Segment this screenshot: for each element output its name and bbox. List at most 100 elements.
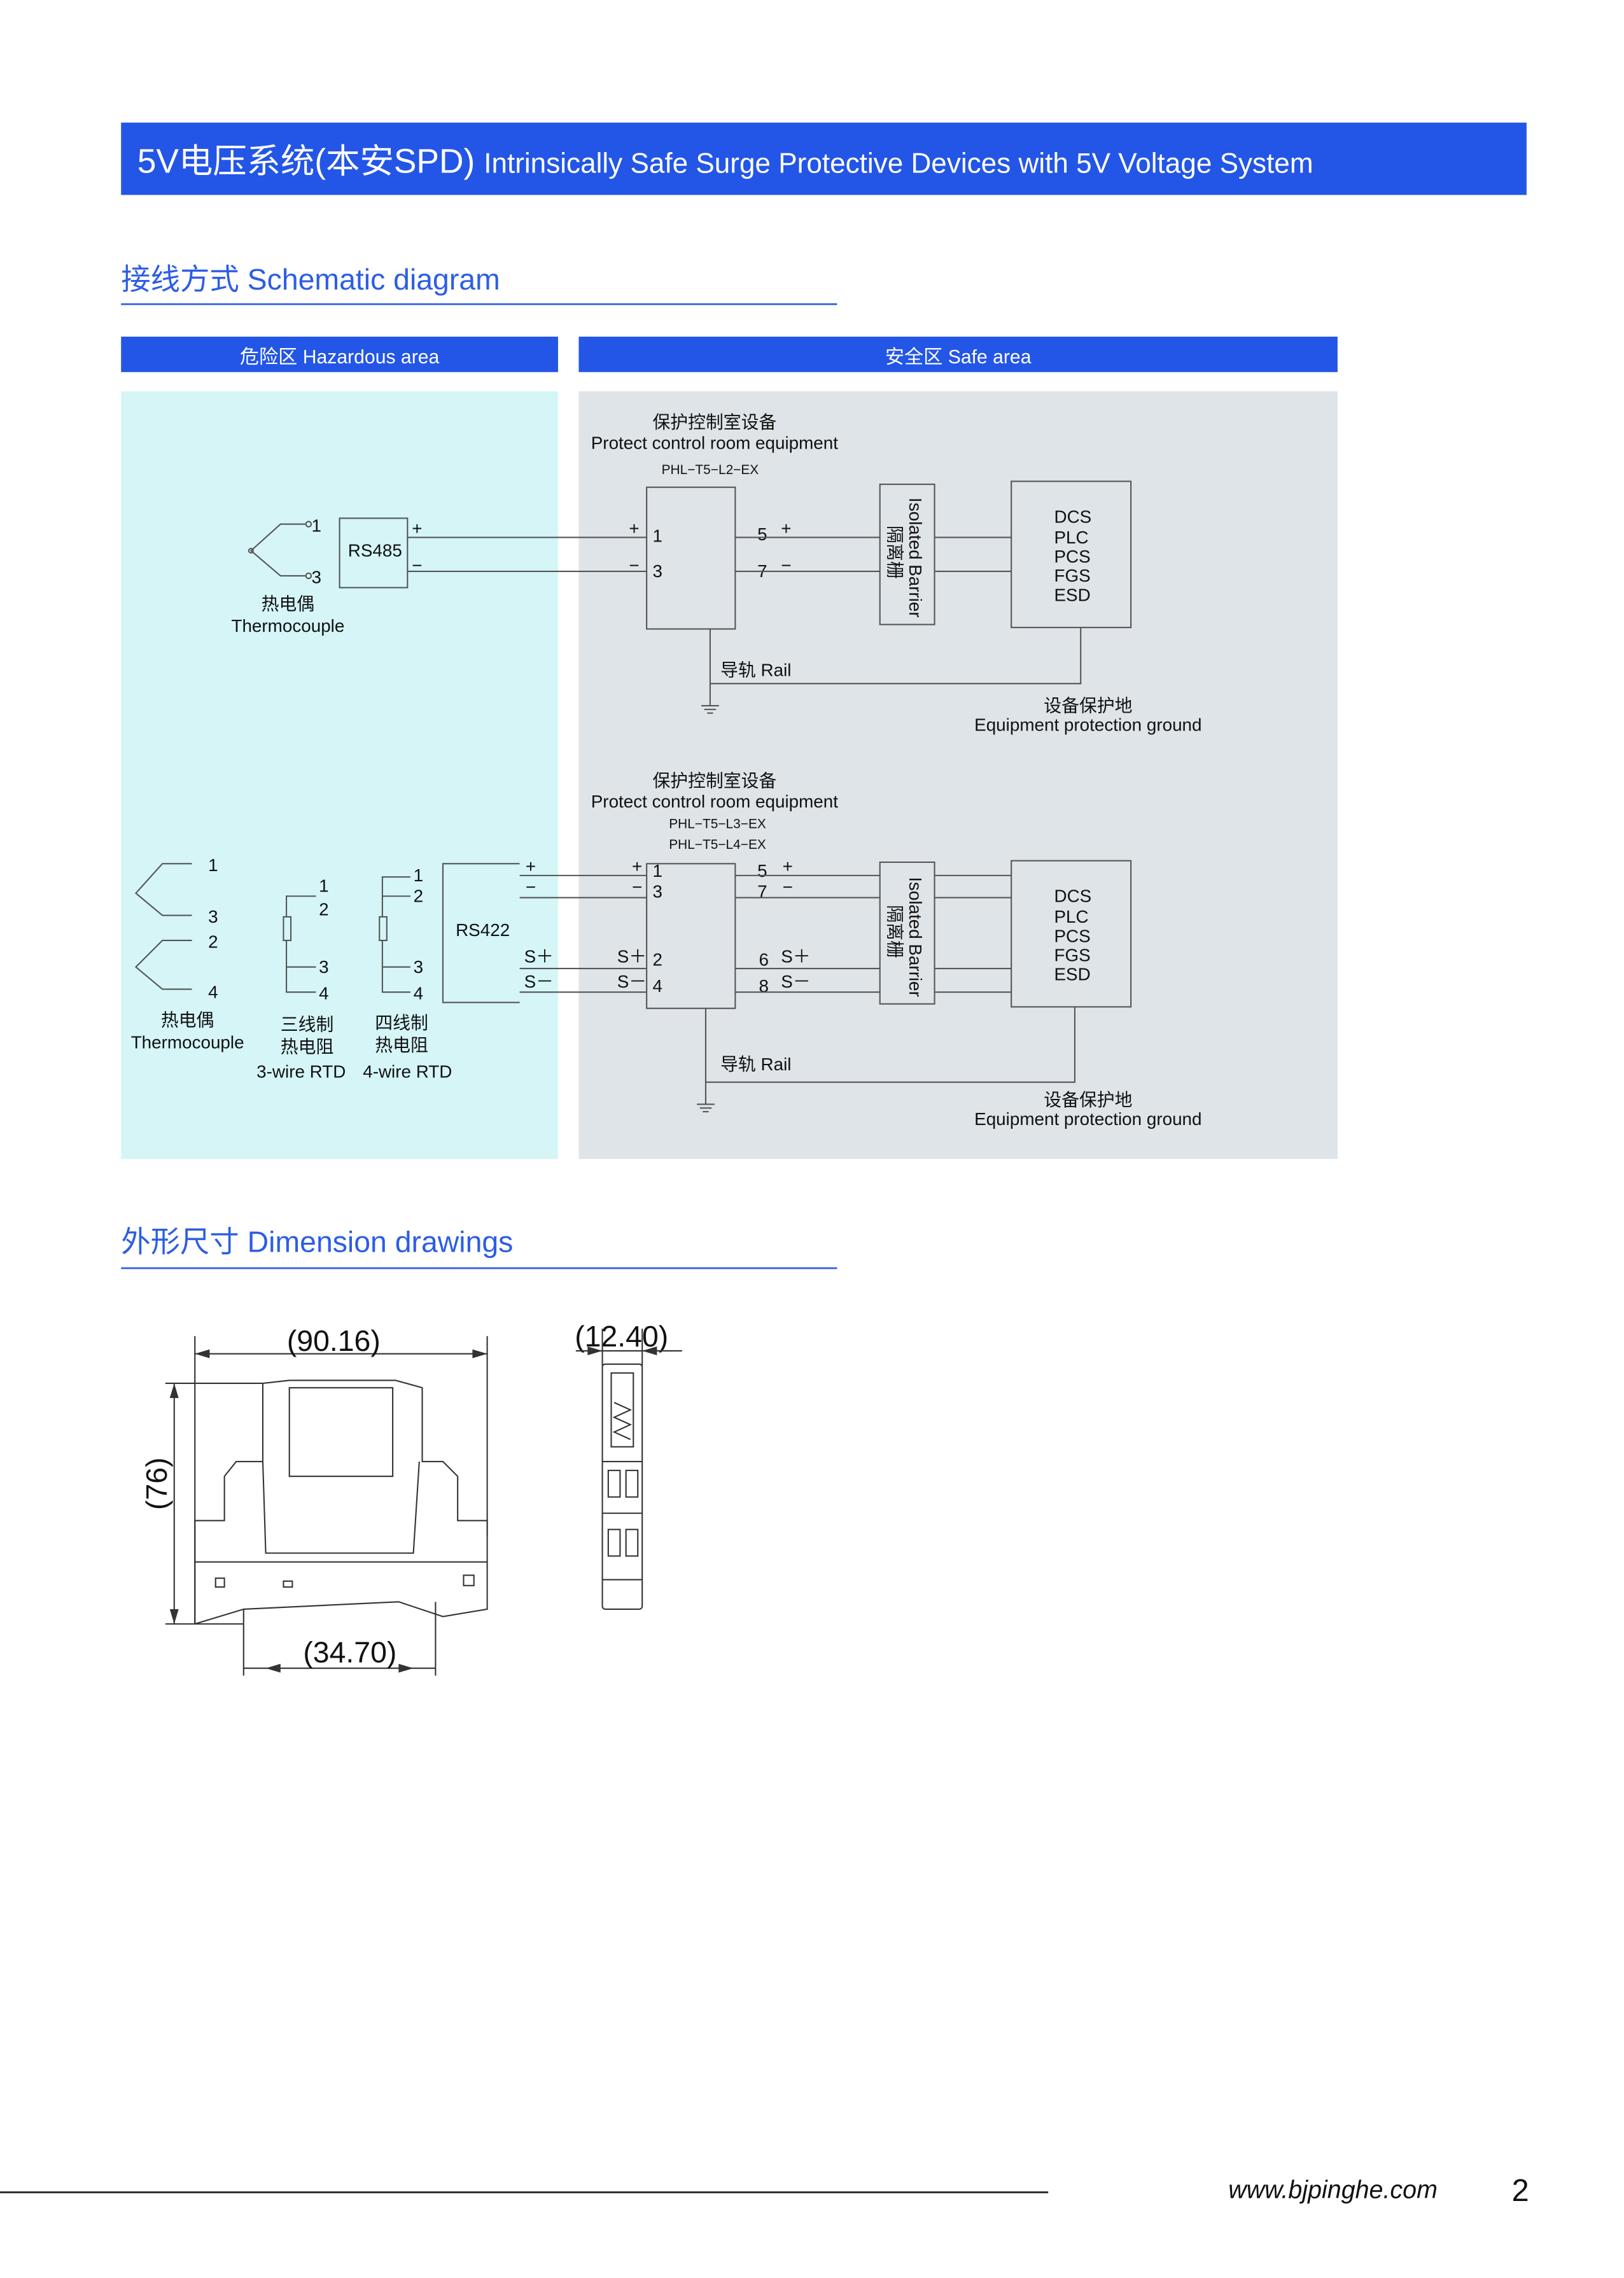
schematic-diagram2-rtd4-en: 4-wire RTD — [363, 1062, 452, 1082]
rs485-label: RS485 — [348, 541, 402, 561]
control-system-box — [1011, 480, 1132, 629]
rect-shape — [288, 1387, 394, 1478]
schematic-diagram2-signals-0: + — [526, 856, 536, 876]
schematic-diagram2-barrier-en: Isolated Barrier — [906, 877, 925, 997]
schematic-diagram2-signals-2: S＋ — [617, 947, 647, 967]
rect-shape — [625, 1469, 639, 1498]
schematic-diagram1-sensor-terms-1: 3 — [312, 568, 321, 587]
rect-shape — [610, 1372, 634, 1448]
schematic-diagram2-signals-1: − — [783, 877, 793, 897]
schematic-diagram1-plus: + — [412, 519, 422, 538]
ground-label-en: Equipment protection ground — [974, 715, 1201, 735]
dimension-thickness: (12.40) — [575, 1320, 668, 1353]
polyline-shape — [134, 863, 192, 916]
schematic-diagram2-signals-3: S－ — [524, 972, 554, 991]
rect-shape — [607, 1528, 621, 1557]
tspan-shape: ( — [140, 1500, 173, 1510]
schematic-diagram2-rtd4-terms-0: 1 — [414, 865, 423, 885]
dimension-base: (34.70) — [303, 1635, 396, 1668]
tspan-shape: ( — [303, 1635, 313, 1668]
equipment-title-en: Protect control room equipment — [591, 433, 839, 452]
schematic-diagram2-rtd3-cn2: 热电阻 — [281, 1037, 333, 1056]
schematic-diagram2-ground-cn: 设备保护地 — [1044, 1090, 1132, 1110]
schematic-diagram2-equipment-en: Protect control room equipment — [591, 792, 839, 811]
ground-icon — [697, 1103, 715, 1113]
rect-shape — [283, 916, 292, 942]
safe-area-bar — [578, 337, 1338, 372]
schematic-diagram1-plus: + — [781, 519, 791, 538]
schematic-diagram2-terminals-in-1: 3 — [652, 882, 662, 902]
polyline-shape — [249, 523, 306, 576]
schematic-diagram2-rail: 导轨 Rail — [720, 1054, 791, 1074]
polyline-shape — [262, 1461, 420, 1554]
schematic-diagram2-signals-2: S＋ — [781, 947, 810, 967]
polyline-shape — [612, 1402, 633, 1441]
schematic-diagram2-signals-0: + — [632, 856, 642, 876]
schematic-diagram2-terminals-out-1: 7 — [757, 882, 767, 902]
polyline-shape — [710, 627, 1082, 685]
g-shape: DCS PLC PCS FGS ESD — [1054, 507, 1091, 604]
sensor-label-en: Thermocouple — [231, 616, 344, 636]
dimension-height: (76) — [140, 1457, 173, 1510]
schematic-diagram2-rtd4-terms-2: 3 — [414, 957, 423, 977]
schematic-diagram1-minus: − — [629, 556, 639, 575]
tspan-shape: ) — [659, 1320, 668, 1353]
schematic-diagram2-signals-3: S－ — [617, 972, 647, 991]
tspan-shape: ) — [370, 1324, 380, 1357]
schematic-diagram2-equipment-cn: 保护控制室设备 — [652, 771, 776, 791]
schematic-diagram1-systems-1: PLC — [1054, 528, 1088, 547]
header-title-en: Intrinsically Safe Surge Protective Devi… — [484, 148, 1313, 179]
hazardous-area-bar — [121, 337, 558, 372]
schematic-diagram2-systems-1: PLC — [1054, 907, 1088, 926]
control-system-box — [1011, 860, 1132, 1008]
schematic-diagram2-thermocouple-terms-2: 2 — [208, 932, 218, 952]
rtd-4wire-symbol: 1 2 3 4 — [379, 865, 423, 1003]
header-title-cn: 5V电压系统(本安SPD) — [137, 143, 475, 181]
schematic-diagram2-terminals-out-0: 5 — [757, 861, 767, 881]
schematic-diagram2-rtd4-terms-1: 2 — [414, 886, 423, 906]
schematic-diagram1-minus: − — [781, 556, 791, 575]
schematic-diagram1-systems-0: DCS — [1054, 507, 1091, 526]
footer-website[interactable]: www.bjpinghe.com — [1228, 2176, 1438, 2204]
polyline-shape — [194, 1380, 488, 1625]
schematic-diagram2-systems-4: ESD — [1054, 965, 1090, 984]
schematic-diagram2-terminals-in-0: 1 — [652, 861, 662, 881]
rs422-label: RS422 — [456, 920, 510, 940]
header-banner — [121, 122, 1527, 195]
schematic-diagram2-thermocouple-en: Thermocouple — [131, 1032, 244, 1052]
schematic-diagram2-terminals-in-2: 2 — [652, 949, 662, 969]
circle-shape — [305, 521, 312, 528]
schematic-diagram2-thermocouple-terms-1: 3 — [208, 907, 218, 926]
ground-icon — [701, 705, 719, 714]
dimensions-width: 90.16 — [297, 1324, 370, 1357]
protection-module-box — [646, 486, 736, 630]
schematic-diagram2-signals-3: S－ — [781, 972, 810, 991]
schematic-diagram2-ground-en: Equipment protection ground — [974, 1109, 1201, 1129]
tspan-shape: ( — [575, 1320, 585, 1353]
schematic-heading: 接线方式 Schematic diagram — [121, 263, 500, 296]
model-label: PHL−T5−L2−EX — [662, 463, 759, 477]
schematic-diagram2-signals-0: + — [783, 856, 793, 876]
polyline-shape — [286, 895, 316, 993]
schematic-diagram2-rtd4-cn1: 四线制 — [375, 1013, 428, 1033]
hazardous-area-label: 危险区 Hazardous area — [240, 346, 440, 368]
schematic-diagram1-systems-4: ESD — [1054, 585, 1090, 604]
front-view-drawing — [165, 1336, 488, 1676]
schematic-diagram1-minus: − — [412, 556, 422, 575]
schematic-diagram2-thermocouple-cn: 热电偶 — [161, 1010, 214, 1030]
isolated-barrier-box — [879, 861, 935, 1005]
safe-area-label: 安全区 Safe area — [885, 346, 1032, 368]
model-label: PHL−T5−L4−EX — [669, 837, 766, 852]
protection-module-box — [646, 863, 736, 1009]
schematic-diagram2-rtd3-terms-1: 2 — [319, 900, 328, 919]
rect-shape — [463, 1574, 475, 1586]
schematic-diagram2-rtd3-terms-0: 1 — [319, 876, 328, 895]
rect-shape — [601, 1363, 643, 1610]
dimensions-base: 34.70 — [313, 1635, 387, 1668]
isolated-barrier-box — [879, 484, 935, 625]
schematic-diagram1-terminals-in-0: 1 — [652, 526, 662, 546]
schematic-diagram2-rtd3-en: 3-wire RTD — [256, 1062, 346, 1082]
rtd-3wire-symbol: 1 2 3 4 — [283, 876, 329, 1003]
rect-shape — [625, 1528, 639, 1557]
polyline-shape — [134, 939, 192, 990]
